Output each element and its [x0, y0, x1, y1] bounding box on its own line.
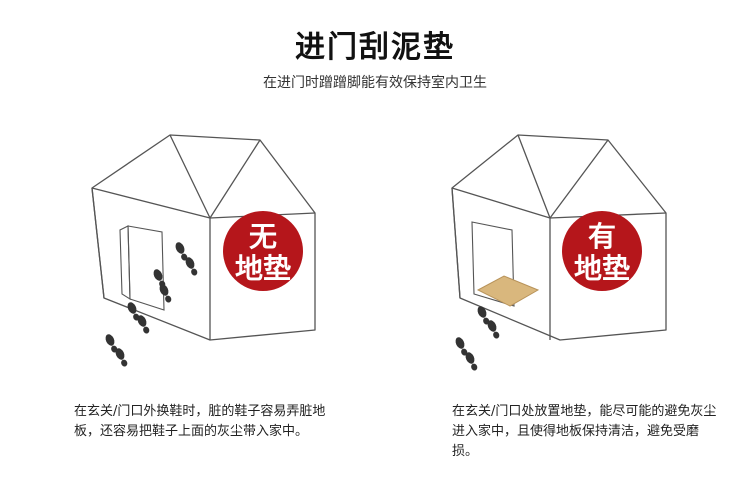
caption-with-mat: 在玄关/门口处放置地垫，能尽可能的避免灰尘进入家中，且使得地板保持清洁，避免受磨… [452, 404, 717, 459]
footprints [105, 242, 198, 367]
scene-no-mat: 无 地垫 [60, 118, 350, 388]
door-mat [476, 275, 540, 307]
badge-line1: 无 [249, 220, 277, 253]
scene-with-mat: 有 地垫 [440, 118, 710, 388]
door [119, 225, 165, 311]
house-no-mat-illustration: 无 地垫 [91, 134, 316, 367]
page-subtitle: 在进门时蹭蹭脚能有效保持室内卫生 [263, 75, 487, 91]
badge-line2: 地垫 [235, 252, 291, 285]
footprints [455, 306, 500, 371]
badge-circle [562, 211, 642, 291]
badge-circle [223, 211, 303, 291]
badge-line2: 地垫 [574, 252, 630, 285]
door [471, 221, 515, 307]
page-title: 进门刮泥垫 [295, 30, 455, 65]
house-with-mat-illustration: 有 地垫 [451, 134, 667, 371]
caption-no-mat: 在玄关/门口外换鞋时，脏的鞋子容易弄脏地板，还容易把鞋子上面的灰尘带入家中。 [74, 404, 326, 439]
badge-line1: 有 [588, 220, 616, 253]
